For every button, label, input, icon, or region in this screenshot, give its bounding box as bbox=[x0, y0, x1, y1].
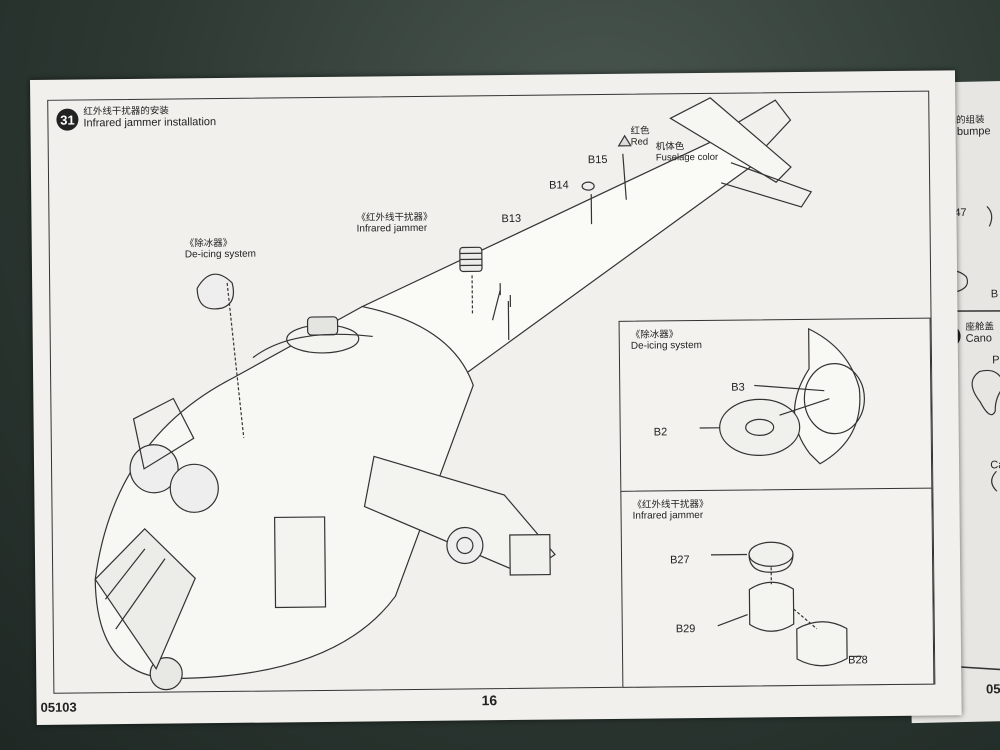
callout-red-en: Red bbox=[630, 136, 649, 148]
step-35-canopy-drawing bbox=[960, 369, 1000, 672]
footer-product-code: 05103 bbox=[40, 699, 77, 715]
part-label-b15: B15 bbox=[587, 153, 608, 167]
callout-jammer-en: Infrared jammer bbox=[356, 222, 428, 235]
page-number: 16 bbox=[481, 692, 498, 709]
helicopter-line-drawing bbox=[94, 97, 813, 691]
callout-jammer-cn: 《红外线干扰器》 bbox=[356, 211, 433, 224]
instruction-page: 31 红外线干扰器的安装 Infrared jammer installatio… bbox=[30, 70, 962, 725]
right-page-code: 05 bbox=[985, 681, 1000, 697]
callout-fuselage-cn: 机体色 bbox=[655, 141, 685, 153]
jammer-parts-drawing bbox=[711, 541, 863, 667]
callout-deicing-en: De-icing system bbox=[184, 248, 257, 261]
callout-deicing-cn: 《除冰器》 bbox=[184, 237, 233, 250]
callout-red-cn: 红色 bbox=[630, 125, 650, 137]
deicing-parts-drawing bbox=[699, 327, 865, 465]
part-label-b14: B14 bbox=[549, 179, 569, 192]
callout-fuselage-en: Fuselage color bbox=[655, 151, 719, 164]
part-label-b13: B13 bbox=[501, 212, 522, 226]
